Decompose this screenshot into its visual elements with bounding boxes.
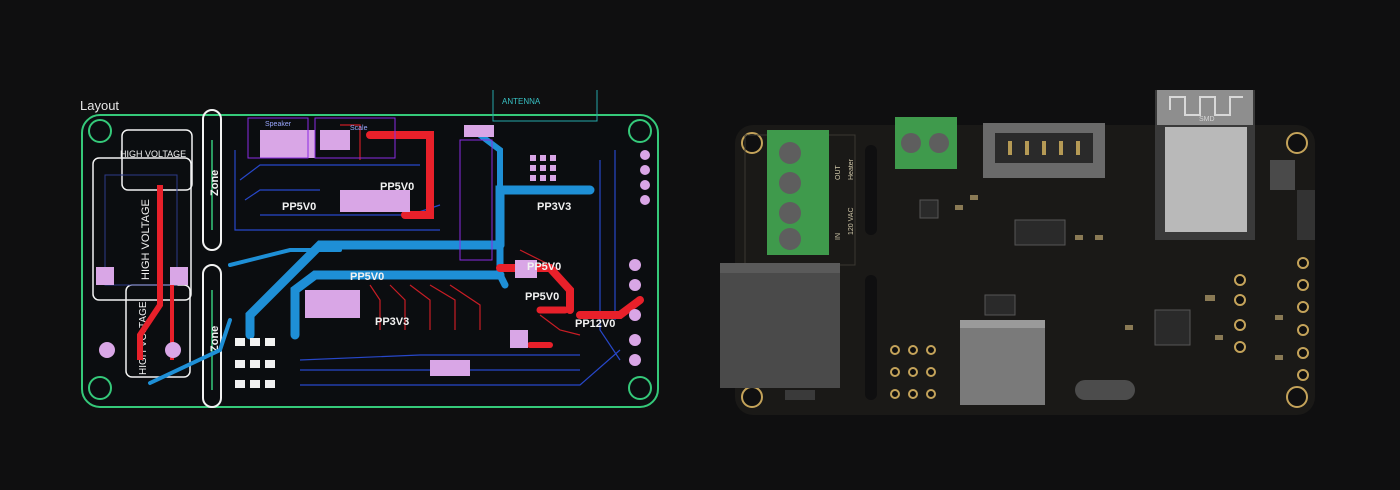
mounting-hole-bl: [88, 376, 112, 400]
out-label: OUT: [835, 165, 842, 181]
zone-label-bottom: Zone: [209, 326, 221, 352]
zone-label-top: Zone: [209, 170, 221, 196]
zone-slot-bottom: [202, 264, 222, 408]
net-label-pp3v3-top: PP3V3: [537, 201, 571, 213]
net-label-pp5v0-left: PP5V0: [282, 201, 316, 213]
pcb-layout-canvas: ANTENNA HIGH VOLTAGE HIGH VOLTAGE HIGH V…: [81, 76, 659, 408]
heater-label: Heater: [848, 158, 855, 180]
mounting-hole-tl: [88, 119, 112, 143]
net-label-pp3v3-bottom: PP3V3: [375, 316, 409, 328]
ethernet-jack: [720, 263, 840, 388]
terminal-block-2pin: [895, 117, 957, 169]
in-label: IN: [835, 233, 842, 240]
zone-slot-top: [202, 109, 222, 251]
terminal-block-4pin: [767, 130, 829, 255]
high-voltage-label-1: HIGH VOLTAGE: [120, 149, 186, 159]
net-label-pp5v0-top: PP5V0: [380, 181, 414, 193]
net-label-pp5v0-mid: PP5V0: [350, 271, 384, 283]
smd-label: SMD: [1199, 116, 1215, 123]
net-label-pp5v0-right2: PP5V0: [525, 291, 559, 303]
sd-card-slot: [960, 320, 1045, 405]
layout-title: Layout: [80, 98, 120, 113]
usb-c-port: [1075, 380, 1135, 400]
wifi-module: SMD: [1155, 90, 1255, 240]
mounting-hole-br: [628, 376, 652, 400]
idc-header: [983, 123, 1105, 178]
high-voltage-label-3: HIGH VOLTAGE: [138, 301, 149, 375]
pcb-render-panel: 120 VAC IN Heater OUT: [715, 85, 1325, 425]
mounting-hole-tr: [628, 119, 652, 143]
net-label-pp12v0: PP12V0: [575, 318, 615, 330]
high-voltage-label-2: HIGH VOLTAGE: [140, 199, 152, 280]
net-label-pp5v0-right1: PP5V0: [527, 261, 561, 273]
pcb-render-canvas: 120 VAC IN Heater OUT: [720, 90, 1315, 415]
speaker-label: Speaker: [265, 121, 292, 128]
antenna-label: ANTENNA: [502, 97, 541, 106]
vac-label: 120 VAC: [848, 208, 855, 236]
scale-label: Scale: [350, 125, 368, 132]
pcb-layout-panel: Layout ANTENNA HIGH VOLTAGE HIGH VOLTAGE…: [60, 76, 680, 420]
